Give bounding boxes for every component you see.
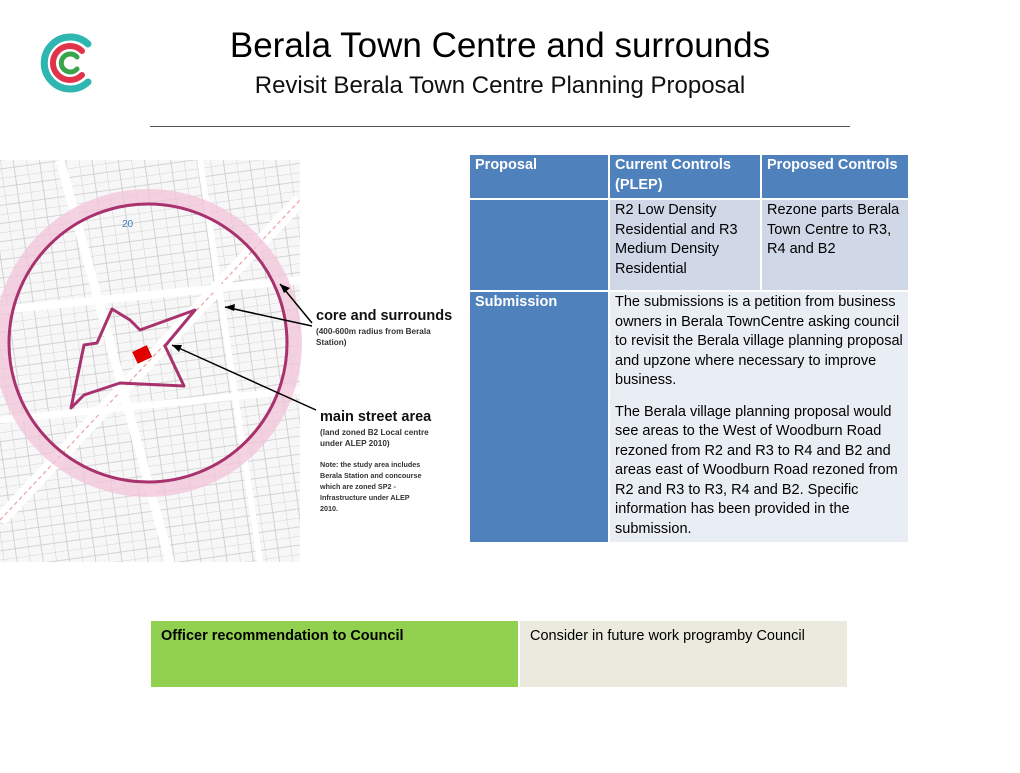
berala-study-area-map: 20 core and surrounds (400-600m radius f… <box>0 160 452 562</box>
controls-row: R2 Low Density Residential and R3 Medium… <box>470 200 908 290</box>
station-zone-marker <box>132 345 153 364</box>
core-note-line-1: (400-600m radius from Berala <box>316 327 431 336</box>
proposed-controls-cell: Rezone parts Berala Town Centre to R3, R… <box>762 200 908 290</box>
recommendation-label: Officer recommendation to Council <box>151 621 518 687</box>
main-street-label: main street area <box>320 409 432 425</box>
study-note-line-5: 2010. <box>320 504 338 513</box>
submission-cell: The submissions is a petition from busin… <box>610 292 908 542</box>
proposal-label-cell <box>470 200 608 290</box>
slide-title: Berala Town Centre and surrounds <box>229 26 771 65</box>
proposal-table: Proposal Current Controls (PLEP) Propose… <box>468 153 910 544</box>
study-note-line-4: Infrastructure under ALEP <box>320 493 410 502</box>
current-controls-cell: R2 Low Density Residential and R3 Medium… <box>610 200 760 290</box>
core-surrounds-circle <box>7 202 289 484</box>
proposal-header: Proposal <box>470 155 608 198</box>
proposed-controls-header: Proposed Controls <box>762 155 908 198</box>
study-note-line-1: Note: the study area includes <box>320 460 420 469</box>
submission-paragraph-2: The Berala village planning proposal wou… <box>615 403 898 537</box>
slide-subtitle: Revisit Berala Town Centre Planning Prop… <box>254 72 746 99</box>
recommendation-table: Officer recommendation to Council Consid… <box>149 619 849 689</box>
main-street-boundary <box>69 307 197 410</box>
study-note-line-2: Berala Station and concourse <box>320 471 421 480</box>
submission-label: Submission <box>470 292 608 542</box>
council-c-logo-icon <box>40 33 92 93</box>
main-note-line-1: (land zoned B2 Local centre <box>320 428 429 437</box>
study-note-line-3: which are zoned SP2 - <box>319 482 396 491</box>
core-surrounds-label: core and surrounds <box>316 308 452 324</box>
submission-paragraph-1: The submissions is a petition from busin… <box>615 294 903 388</box>
header-row: Proposal Current Controls (PLEP) Propose… <box>470 155 908 198</box>
core-note-line-2: Station) <box>316 338 347 347</box>
submission-row: Submission The submissions is a petition… <box>470 292 908 542</box>
recommendation-row: Officer recommendation to Council Consid… <box>151 621 847 687</box>
recommendation-value: Consider in future work programby Counci… <box>520 621 847 687</box>
railway-line <box>0 199 301 521</box>
road-number-label: 20 <box>122 219 134 230</box>
title-divider <box>150 126 850 127</box>
current-controls-header: Current Controls (PLEP) <box>610 155 760 198</box>
main-note-line-2: under ALEP 2010) <box>320 439 390 448</box>
